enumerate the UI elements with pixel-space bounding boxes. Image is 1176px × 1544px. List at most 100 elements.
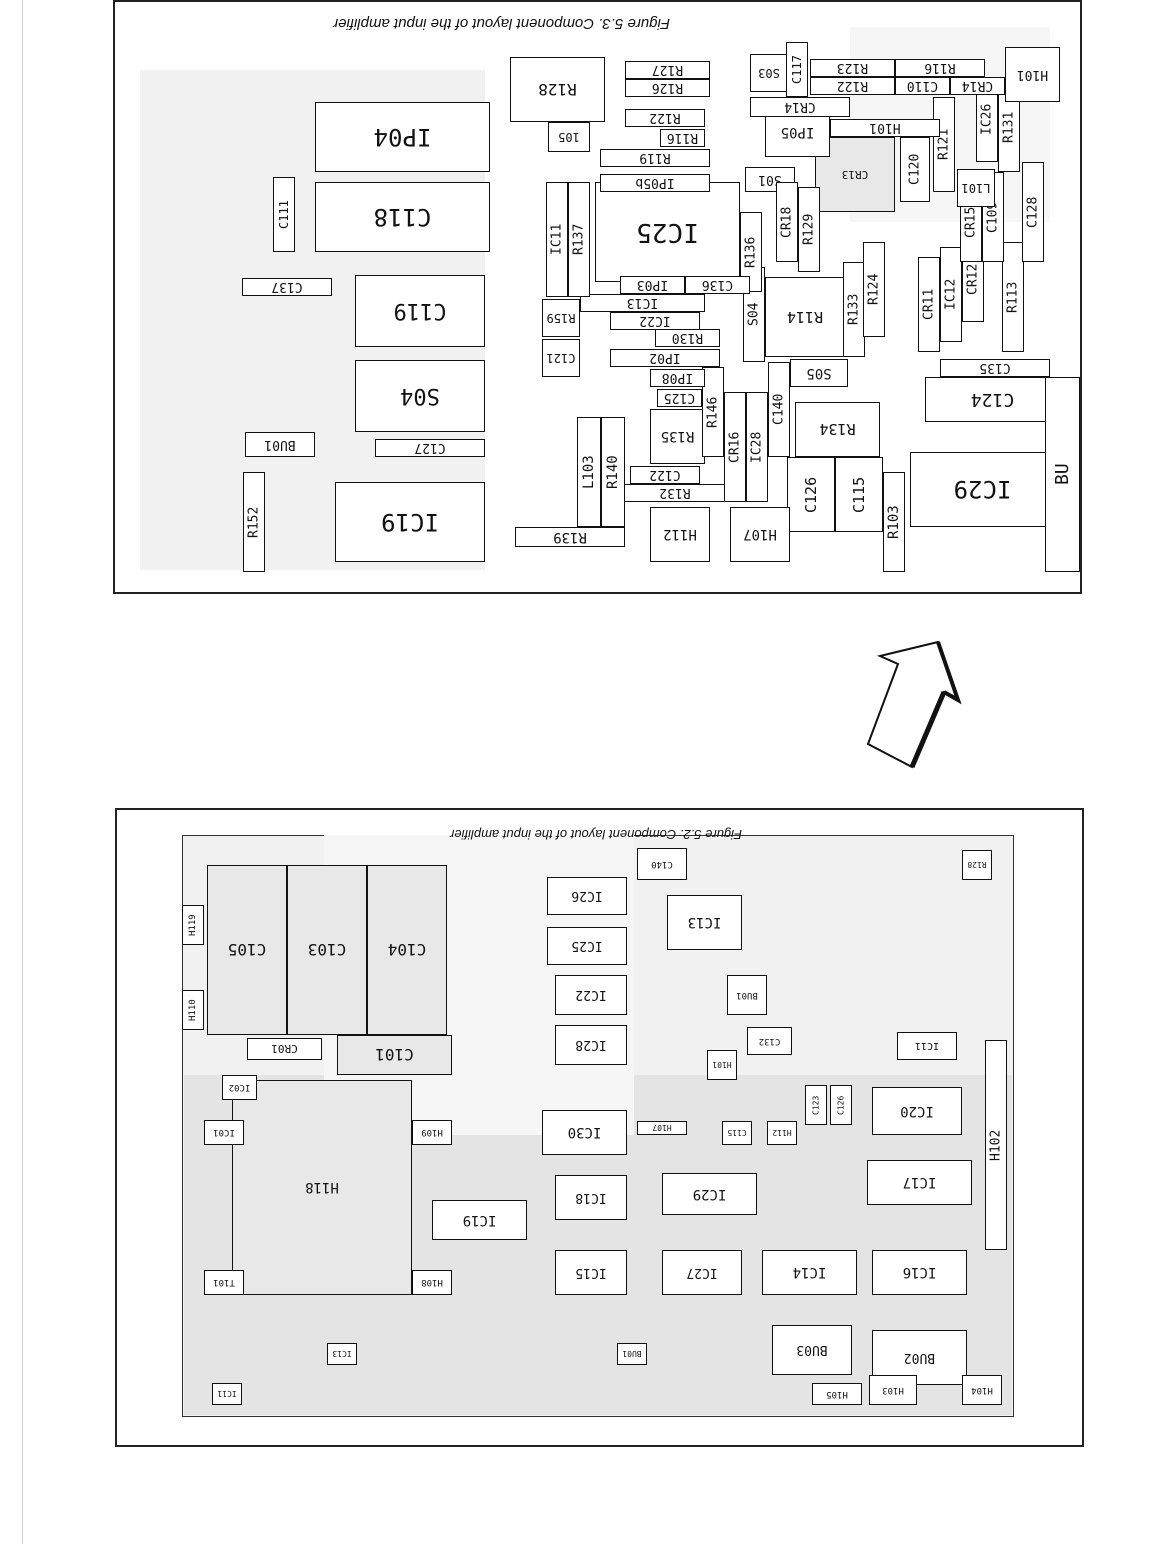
comp-c138: R116 <box>660 129 705 147</box>
comp-c110: C110 <box>895 77 950 95</box>
comp-bu01: R134 <box>795 402 880 457</box>
comp-ic11: IC25 <box>595 182 740 282</box>
comp-ic20: IC27 <box>662 1250 742 1295</box>
figure-5-3-caption: Figure 5.3. Component layout of the inpu… <box>333 15 670 32</box>
comp-ic26: IP04 <box>315 102 490 172</box>
comp-r134: IC28 <box>746 392 768 502</box>
comp-r116: R116 <box>895 59 985 77</box>
comp-s01: L101 <box>957 169 995 207</box>
comp-h101: H101 <box>1005 47 1060 102</box>
comp-h112-small: C115 <box>722 1121 752 1145</box>
comp-l103: L103 <box>577 417 601 527</box>
comp-ic28: S04 <box>355 360 485 432</box>
comp-c123-small: H101 <box>707 1050 737 1080</box>
comp-r139: R139 <box>515 527 625 547</box>
comp-r113: R113 <box>1002 242 1024 352</box>
comp-c115: C115 <box>835 457 883 532</box>
comp-ic29-small: IC20 <box>872 1087 962 1135</box>
comp-r138: IP02 <box>610 349 720 367</box>
comp-c101: C101 <box>337 1035 452 1075</box>
comp-r111: C128 <box>1022 162 1044 262</box>
comp-r126: R126 <box>625 79 710 97</box>
figure-5-3-panel: Figure 5.3. Component layout of the inpu… <box>113 0 1082 594</box>
comp-r128-small: C140 <box>637 848 687 880</box>
comp-r136: R137 <box>568 182 590 297</box>
comp-ic25-small: IC25 <box>547 927 627 965</box>
comp-h101-small: R128 <box>962 850 992 880</box>
comp-c115-small: C126 <box>830 1085 852 1125</box>
comp-r121: H101 <box>830 119 940 137</box>
comp-l101: CR14 <box>750 97 850 117</box>
comp-r119: R121 <box>933 97 955 192</box>
comp-c140-small: IC11 <box>897 1032 957 1060</box>
comp-cr16: C140 <box>768 362 790 457</box>
comp-c122: C122 <box>630 466 700 484</box>
figure-5-2-panel: Figure 5.2. Component layout of the inpu… <box>115 808 1084 1447</box>
comp-bu-edge: BU <box>1045 377 1080 572</box>
comp-r122: R122 <box>810 77 895 95</box>
comp-r124: R124 <box>863 242 885 337</box>
comp-cr11: CR11 <box>918 257 940 352</box>
comp-ic12: IC13 <box>580 294 705 312</box>
comp-c121: R130 <box>655 329 720 347</box>
comp-h110: H108 <box>412 1270 452 1295</box>
comp-r114: IC12 <box>940 247 962 342</box>
comp-ic26-small: IC26 <box>547 877 627 915</box>
comp-c140: C124 <box>925 377 1060 422</box>
comp-ic13: R114 <box>765 277 845 357</box>
comp-ic25: C118 <box>315 182 490 252</box>
comp-t101: H118 <box>232 1080 412 1295</box>
comp-r103: R103 <box>883 472 905 572</box>
comp-bu03: H102 <box>985 1040 1007 1250</box>
comp-c105: C105 <box>207 865 287 1035</box>
comp-h108: H109 <box>412 1120 452 1145</box>
comp-c124: C125 <box>657 389 702 407</box>
comp-c137: C136 <box>685 276 750 294</box>
comp-ic21: IC18 <box>555 1175 627 1220</box>
figure-5-2-caption: Figure 5.2. Component layout of the inpu… <box>450 827 742 842</box>
comp-h105: BU01 <box>617 1343 647 1365</box>
comp-ic01: H110 <box>182 990 204 1030</box>
figure-5-2-rotated-content: Figure 5.2. Component layout of the inpu… <box>117 810 1082 1445</box>
comp-r130: IC22 <box>610 312 700 330</box>
comp-r135: CR16 <box>724 392 746 502</box>
comp-r157: IP05b <box>600 174 710 192</box>
comp-bu01-small: C132 <box>747 1027 792 1055</box>
comp-c136: IP03 <box>620 276 685 294</box>
comp-c127: BU01 <box>245 432 315 457</box>
comp-c123: R135 <box>650 409 705 464</box>
comp-ic14: BU03 <box>772 1325 852 1375</box>
comp-h107: H107 <box>730 507 790 562</box>
comp-r140: R140 <box>601 417 625 527</box>
comp-r152: R152 <box>243 472 265 572</box>
comp-s03: S03 <box>750 54 788 92</box>
comp-r123: R123 <box>810 59 895 77</box>
comp-s105: 105 <box>548 122 590 152</box>
comp-c132: H103 <box>869 1375 917 1405</box>
comp-ic22: C119 <box>355 275 485 347</box>
comp-c103: C103 <box>287 865 367 1035</box>
comp-h102: H104 <box>962 1375 1002 1405</box>
comp-c118: C120 <box>900 137 930 202</box>
comp-ic28-small: IC28 <box>555 1025 627 1065</box>
comp-c117: C117 <box>786 42 808 97</box>
comp-ic19-small: IC30 <box>542 1110 627 1155</box>
comp-r127: R127 <box>625 61 710 79</box>
comp-h119: T101 <box>204 1270 244 1295</box>
comp-ic17: IC15 <box>555 1250 627 1295</box>
comp-cr01: CR01 <box>247 1038 322 1060</box>
comp-r128: R128 <box>510 57 605 122</box>
comp-h109: IC01 <box>204 1120 244 1145</box>
rotation-arrow-icon <box>866 640 962 769</box>
comp-c135: IP08 <box>650 369 705 387</box>
comp-c126: C126 <box>787 457 835 532</box>
comp-ic30: IC17 <box>867 1160 972 1205</box>
comp-r131: R122 <box>625 109 705 127</box>
comp-s04: R159 <box>542 299 580 337</box>
comp-c104: C104 <box>367 865 447 1035</box>
figure-5-3-rotated-content: Figure 5.3. Component layout of the inpu… <box>115 2 1080 592</box>
comp-ic18: IC29 <box>662 1173 757 1215</box>
comp-r156: R119 <box>600 149 710 167</box>
comp-c125: S05 <box>790 359 848 387</box>
comp-cr17: R146 <box>702 367 724 457</box>
